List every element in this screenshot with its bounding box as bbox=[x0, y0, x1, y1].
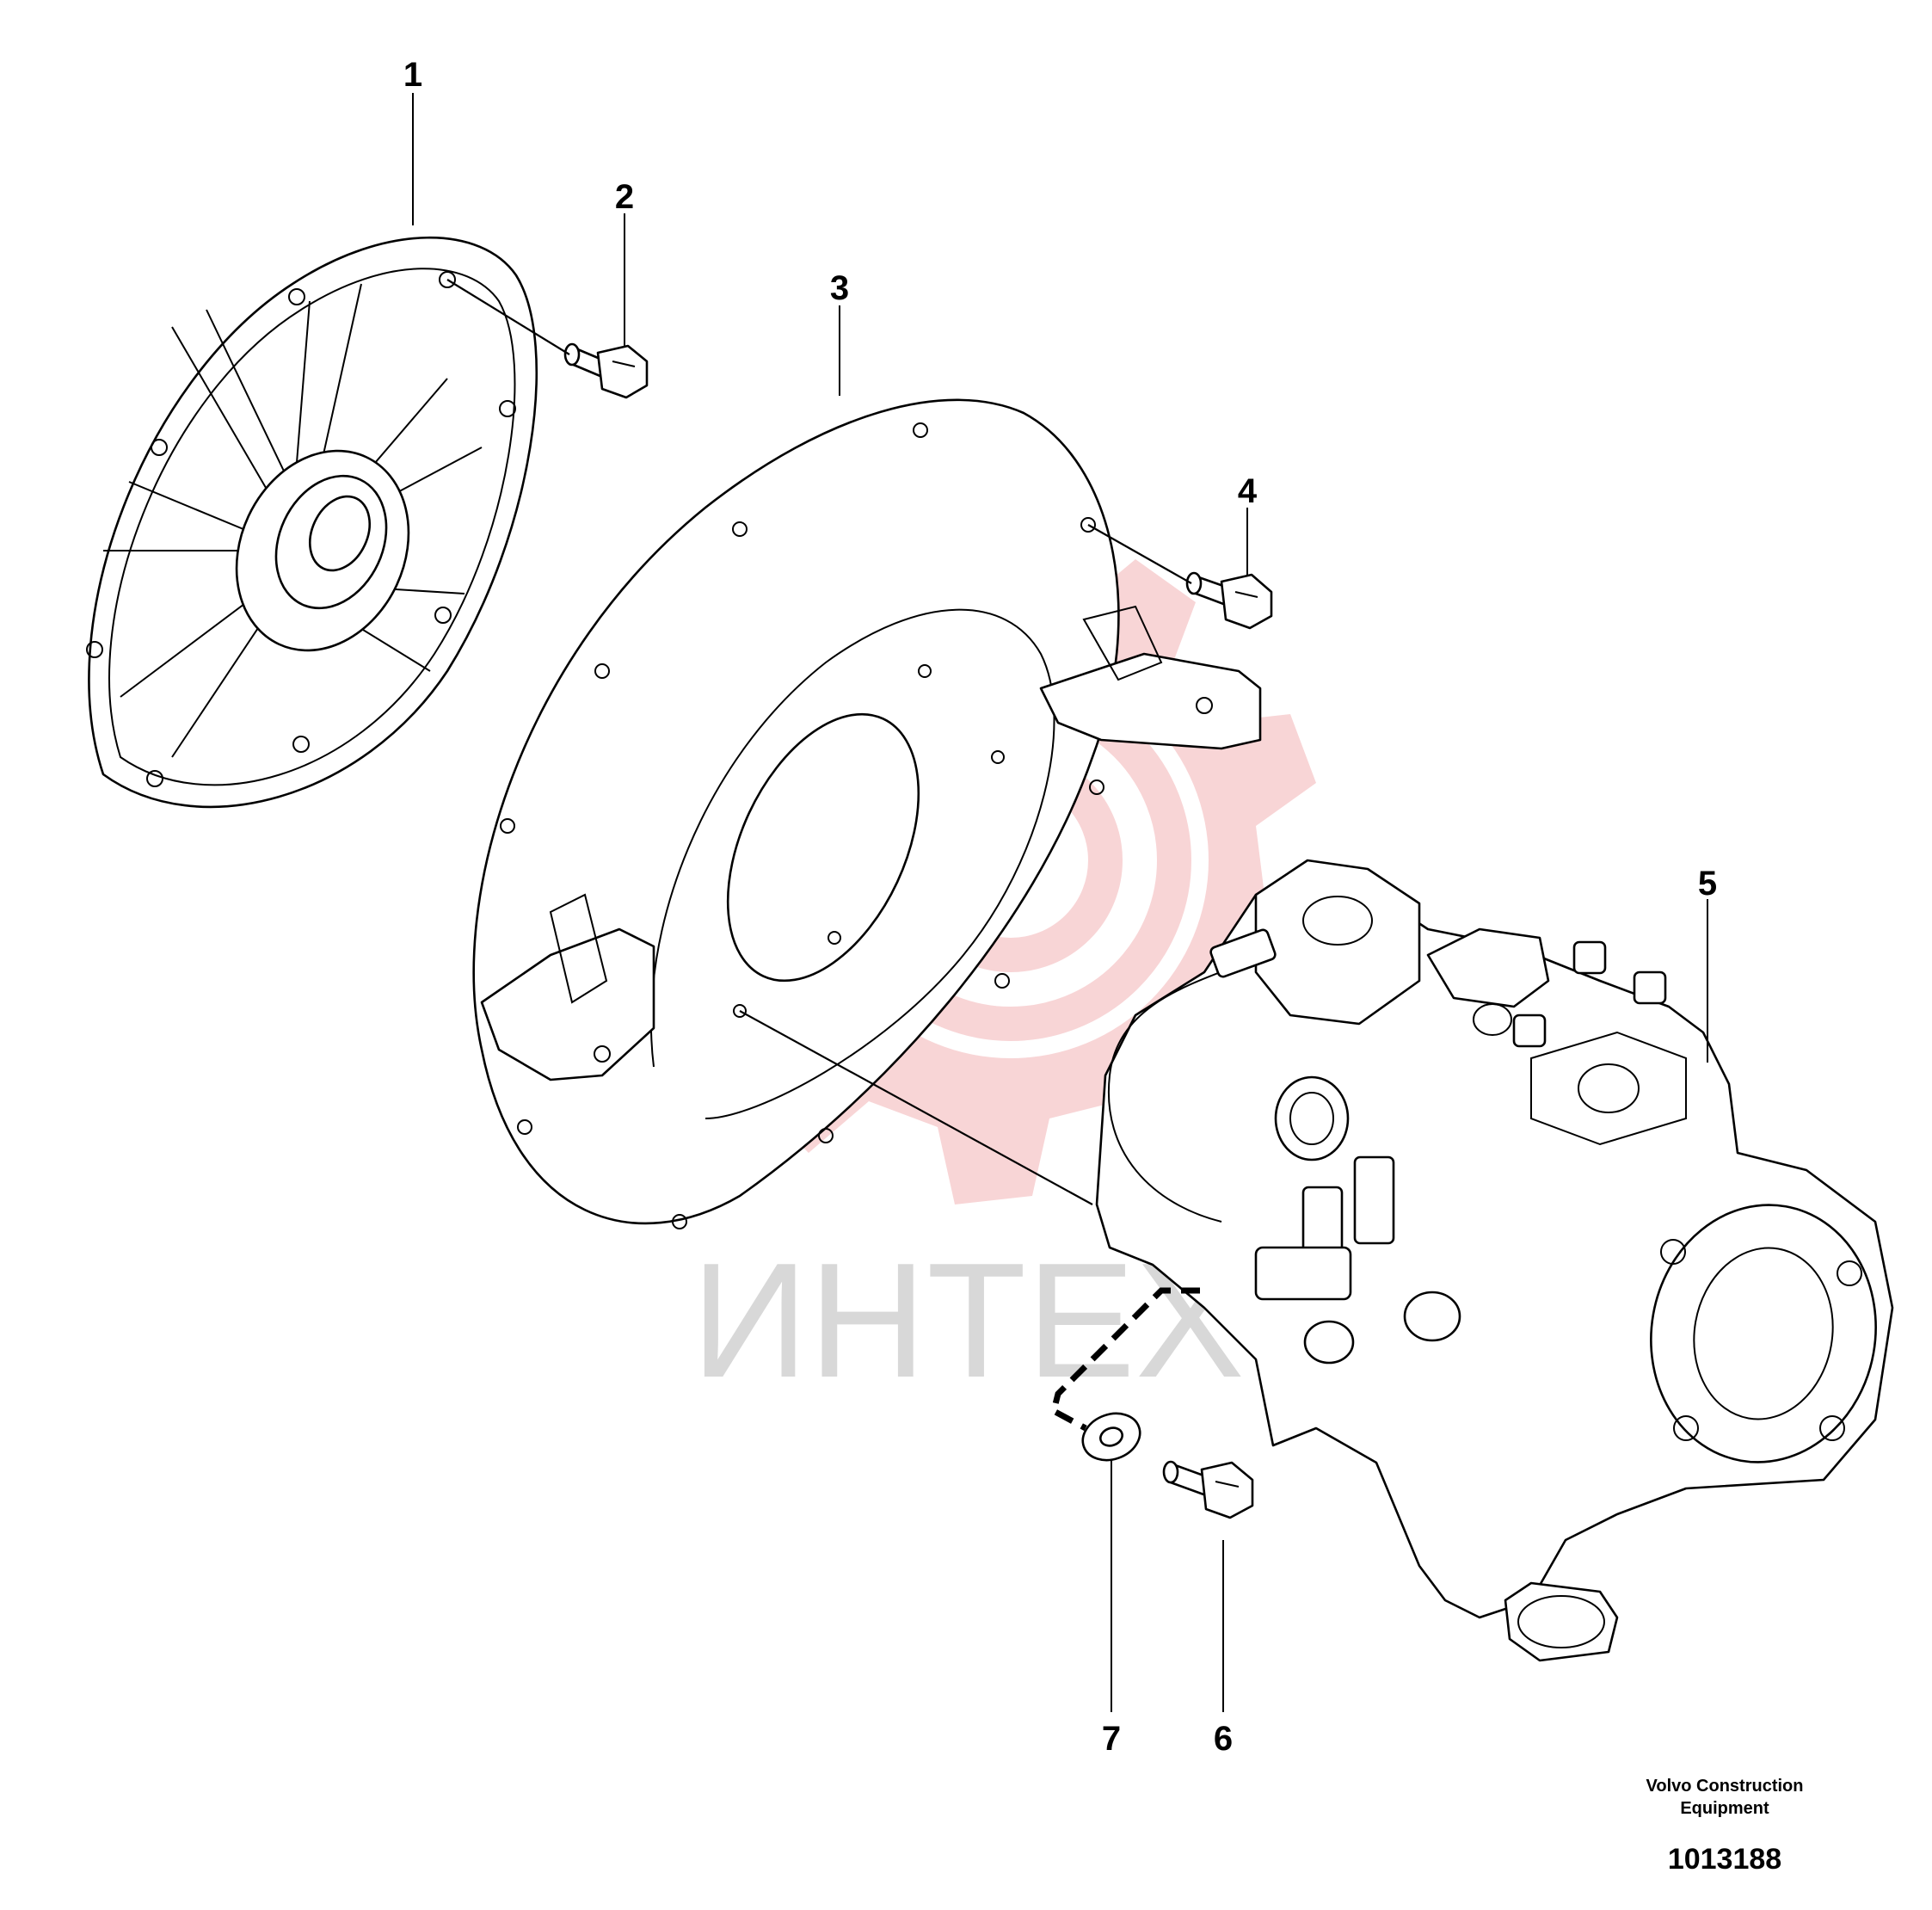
callout-1: 1 bbox=[403, 56, 422, 94]
part-5-hydraulic-pump bbox=[1095, 859, 1894, 1662]
callout-2: 2 bbox=[615, 178, 634, 216]
part-3-flywheel-housing bbox=[472, 398, 1262, 1229]
callout-labels: 1 2 3 4 5 6 7 bbox=[403, 56, 1717, 1758]
callout-5: 5 bbox=[1698, 865, 1717, 903]
brand-line-1: Volvo Construction bbox=[1646, 1777, 1804, 1796]
brand-line-2: Equipment bbox=[1680, 1799, 1769, 1818]
part-4-bolt bbox=[1185, 571, 1273, 630]
part-6-bolt bbox=[1162, 1460, 1254, 1519]
part-1-cover-plate bbox=[86, 236, 538, 809]
document-number: 1013188 bbox=[1668, 1843, 1781, 1876]
assembly-lines bbox=[446, 279, 1200, 1432]
part-2-bolt bbox=[563, 342, 649, 399]
footer: Volvo Construction Equipment 1013188 bbox=[1646, 1777, 1804, 1876]
part-7-washer bbox=[1081, 1412, 1141, 1462]
callout-6: 6 bbox=[1214, 1720, 1233, 1758]
callout-leaders bbox=[412, 93, 1708, 1712]
callout-7: 7 bbox=[1102, 1720, 1121, 1758]
callout-4: 4 bbox=[1238, 472, 1258, 510]
callout-3: 3 bbox=[830, 269, 849, 307]
